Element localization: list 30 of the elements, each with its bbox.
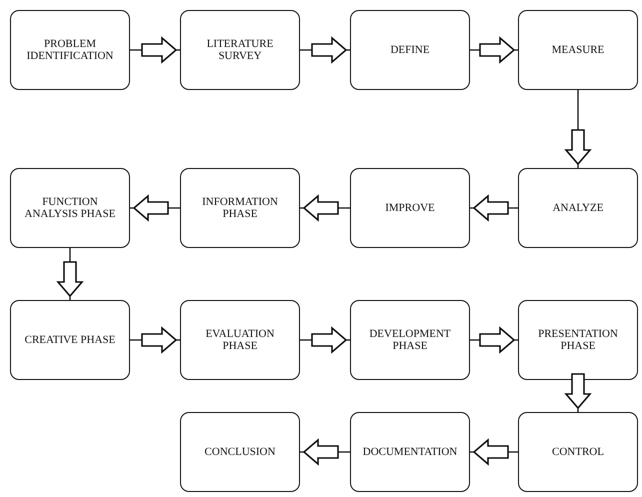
process-box	[350, 300, 470, 380]
box-label: LITERATURE SURVEY	[206, 38, 274, 62]
box-label: EVALUATION PHASE	[204, 328, 276, 352]
box-label: PRESENTATION PHASE	[537, 328, 619, 352]
box-label: INFORMATION PHASE	[201, 196, 279, 220]
process-box	[180, 300, 300, 380]
process-box	[180, 168, 300, 248]
box-label: CONCLUSION	[204, 446, 276, 458]
box-label: ANALYZE	[552, 202, 604, 214]
box-label: DEVELOPMENT PHASE	[368, 328, 452, 352]
process-box	[518, 10, 638, 90]
box-label: CONTROL	[552, 446, 604, 458]
process-box	[518, 300, 638, 380]
box-label: DEFINE	[390, 44, 430, 56]
process-box	[350, 10, 470, 90]
process-box	[10, 300, 130, 380]
process-box	[10, 10, 130, 90]
box-label: IMPROVE	[385, 202, 435, 214]
box-label: CREATIVE PHASE	[24, 334, 116, 346]
process-box	[518, 412, 638, 492]
box-label: FUNCTION ANALYSIS PHASE	[24, 196, 116, 220]
process-box	[518, 168, 638, 248]
process-box	[350, 412, 470, 492]
box-label: MEASURE	[552, 44, 604, 56]
process-box	[180, 10, 300, 90]
process-box	[10, 168, 130, 248]
process-box	[180, 412, 300, 492]
box-label: PROBLEM IDENTIFICATION	[26, 38, 114, 62]
box-label: DOCUMENTATION	[362, 446, 458, 458]
process-box	[350, 168, 470, 248]
